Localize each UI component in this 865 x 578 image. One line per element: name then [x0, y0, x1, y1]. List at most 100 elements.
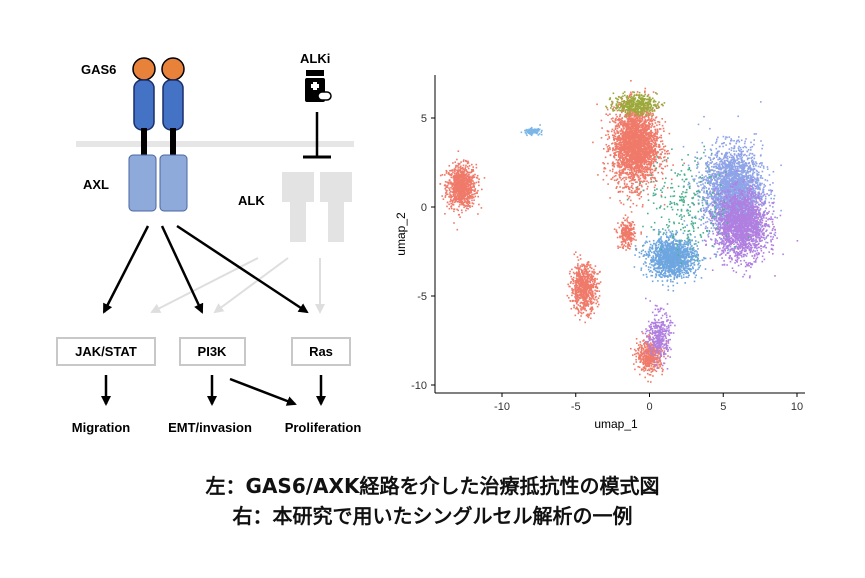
umap-point	[640, 143, 643, 145]
umap-point	[667, 355, 669, 357]
umap-point	[448, 189, 451, 192]
umap-point	[573, 272, 576, 275]
umap-point	[622, 177, 624, 180]
umap-point	[579, 304, 581, 307]
umap-point	[653, 364, 656, 367]
umap-point	[651, 135, 654, 137]
umap-point	[619, 137, 622, 139]
umap-point	[583, 268, 585, 271]
umap-point	[649, 162, 652, 165]
umap-point	[652, 350, 655, 352]
umap-point	[637, 116, 640, 118]
ras-label: Ras	[309, 344, 333, 359]
umap-point	[623, 180, 626, 182]
umap-point	[621, 155, 624, 158]
umap-point	[464, 205, 467, 208]
umap-point	[661, 171, 663, 174]
umap-point	[637, 111, 640, 114]
umap-point	[635, 239, 637, 241]
umap-point	[614, 133, 617, 135]
umap-point	[459, 166, 461, 169]
umap-point	[584, 296, 586, 299]
umap-point	[656, 358, 658, 361]
umap-point	[650, 138, 653, 141]
umap-point	[583, 264, 585, 267]
umap-point	[463, 190, 466, 192]
umap-point	[446, 205, 448, 208]
umap-point	[454, 184, 457, 186]
umap-point	[448, 195, 450, 198]
umap-point	[581, 271, 583, 274]
umap-point	[627, 216, 629, 219]
umap-point	[644, 178, 647, 180]
umap-point	[629, 149, 632, 152]
umap-point	[448, 165, 451, 167]
umap-point	[567, 283, 569, 286]
umap-point	[580, 294, 582, 297]
umap-point	[574, 284, 577, 286]
umap-point	[616, 236, 619, 239]
umap-point	[476, 177, 479, 179]
umap-point	[646, 369, 649, 372]
umap-point	[626, 141, 629, 143]
umap-point	[634, 190, 636, 192]
umap-point	[644, 166, 647, 168]
umap-point	[471, 189, 473, 191]
umap-point	[639, 165, 642, 167]
umap-point	[635, 135, 637, 137]
umap-point	[627, 121, 630, 123]
umap-point	[626, 232, 628, 235]
umap-point	[619, 141, 621, 144]
umap-point	[633, 238, 635, 241]
umap-point	[444, 174, 446, 176]
umap-point	[630, 229, 633, 231]
umap-point	[616, 150, 619, 153]
umap-point	[638, 165, 640, 167]
umap-point	[644, 122, 646, 125]
umap-point	[649, 356, 652, 358]
umap-point	[639, 135, 642, 138]
umap-point	[636, 190, 638, 192]
umap-point	[448, 203, 450, 206]
umap-point	[639, 117, 641, 120]
umap-point	[647, 344, 650, 347]
umap-point	[614, 127, 617, 129]
umap-point	[641, 129, 644, 131]
umap-point	[656, 133, 658, 135]
umap-point	[627, 130, 630, 133]
umap-point	[649, 165, 652, 168]
umap-point	[613, 121, 615, 123]
umap-point	[623, 176, 625, 179]
umap-point	[658, 156, 660, 158]
umap-point	[628, 231, 630, 234]
umap-point	[643, 162, 646, 165]
umap-point	[620, 162, 623, 165]
umap-point	[644, 158, 647, 160]
umap-point	[661, 160, 664, 163]
umap-point	[649, 164, 652, 166]
arrow-pi3k-to-proliferation	[229, 377, 297, 406]
umap-point	[476, 192, 478, 194]
umap-point	[625, 157, 627, 159]
umap-point	[587, 295, 590, 297]
umap-point	[572, 292, 575, 295]
umap-point	[470, 194, 472, 197]
umap-point	[630, 119, 632, 122]
umap-point	[617, 163, 620, 165]
umap-point	[645, 342, 647, 345]
umap-point	[588, 298, 591, 300]
umap-point	[467, 167, 470, 170]
umap-point	[588, 286, 591, 289]
umap-point	[625, 135, 628, 138]
umap-point	[634, 178, 636, 181]
umap-point	[654, 150, 657, 153]
umap-point	[636, 187, 639, 189]
umap-point	[630, 199, 632, 202]
umap-point	[645, 358, 648, 360]
umap-point	[610, 118, 613, 120]
umap-point	[660, 157, 662, 160]
umap-point	[615, 187, 618, 189]
umap-point	[658, 157, 660, 159]
umap-point	[630, 139, 633, 141]
umap-point	[583, 263, 585, 266]
